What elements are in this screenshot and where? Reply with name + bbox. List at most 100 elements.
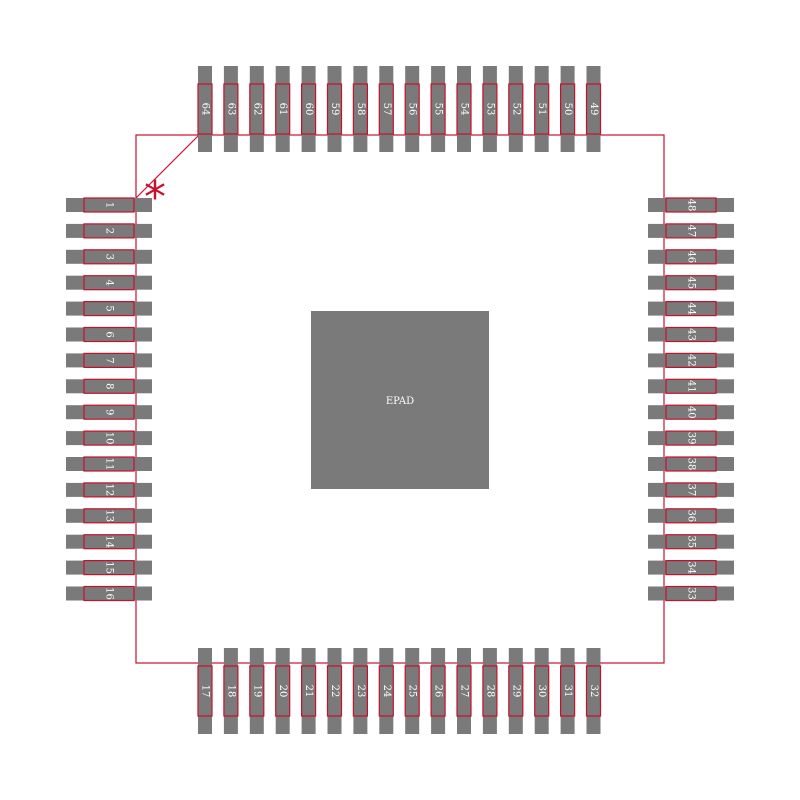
pin-number: 26 <box>433 685 444 698</box>
pin-33: 33 <box>648 585 734 602</box>
pad <box>66 249 152 264</box>
pin1-marker: * <box>144 172 166 223</box>
pin-outline <box>197 83 213 135</box>
pad <box>431 66 446 152</box>
pin-57: 57 <box>378 66 394 152</box>
pin-52: 52 <box>508 66 524 152</box>
pin-number: 16 <box>104 587 115 600</box>
pad <box>534 648 549 734</box>
pin-number: 42 <box>686 354 697 367</box>
pin-16: 16 <box>66 585 152 602</box>
pin-61: 61 <box>275 66 291 152</box>
pin-number: 35 <box>686 535 697 548</box>
pin-number: 37 <box>686 484 697 497</box>
pin-41: 41 <box>648 378 734 394</box>
pad <box>379 66 394 152</box>
pin-number: 59 <box>329 103 340 116</box>
pad <box>353 648 368 734</box>
pin-46: 46 <box>648 249 734 265</box>
pin-outline <box>482 665 498 717</box>
pad <box>66 275 152 290</box>
pin-outline <box>249 665 265 717</box>
pin-outline <box>352 83 368 135</box>
pad <box>560 648 575 734</box>
pin-outline <box>665 482 717 498</box>
pin-51: 51 <box>534 66 550 152</box>
pad <box>353 66 368 152</box>
pin-number: 60 <box>303 103 314 116</box>
pin-outline <box>430 665 446 717</box>
pin-6: 6 <box>66 326 152 343</box>
pin-outline <box>275 83 291 135</box>
pad <box>648 198 734 212</box>
pin-outline <box>83 326 135 343</box>
pin-27: 27 <box>456 648 472 734</box>
pin-number: 64 <box>200 103 211 116</box>
pin-number: 18 <box>225 685 236 698</box>
pad <box>301 66 316 152</box>
pin-26: 26 <box>430 648 446 734</box>
pin-outline <box>665 275 717 291</box>
pin-number: 21 <box>303 685 314 698</box>
pin-outline <box>223 665 239 717</box>
pin-number: 51 <box>536 103 547 116</box>
pad <box>198 66 212 152</box>
pin-number: 22 <box>329 685 340 698</box>
pin-number: 2 <box>104 228 115 234</box>
exposed-pad-label: EPAD <box>386 396 414 407</box>
pin-58: 58 <box>352 66 368 152</box>
pad <box>648 275 734 290</box>
pin-2: 2 <box>66 223 152 239</box>
pin-1: 1 <box>66 197 152 213</box>
pin-number: 24 <box>381 685 392 698</box>
pad <box>648 405 734 420</box>
pin-outline <box>83 508 135 524</box>
pad <box>66 353 152 368</box>
pin-outline <box>197 665 213 717</box>
pin-outline <box>301 83 317 135</box>
pin-number: 39 <box>686 432 697 445</box>
exposed-pad <box>311 311 489 489</box>
pin-outline <box>559 665 576 717</box>
pad <box>431 648 446 734</box>
pin-number: 8 <box>104 383 115 389</box>
pin-outline <box>83 559 135 576</box>
pad <box>66 301 152 316</box>
pin-number: 19 <box>251 685 262 698</box>
pin-number: 62 <box>251 103 262 116</box>
pin-23: 23 <box>352 648 368 734</box>
pin-outline <box>83 456 135 472</box>
pad <box>508 648 523 734</box>
pin-outline <box>301 665 317 717</box>
pin-48: 48 <box>648 197 734 213</box>
pin-63: 63 <box>223 66 239 152</box>
pin-number: 10 <box>104 432 115 445</box>
pad <box>327 66 342 152</box>
pad <box>275 66 290 152</box>
pin-30: 30 <box>534 648 550 734</box>
pin-56: 56 <box>404 66 420 152</box>
pin-outline <box>665 301 717 317</box>
pin-number: 56 <box>407 103 418 116</box>
pin-number: 7 <box>104 357 115 363</box>
pin-number: 47 <box>686 225 697 238</box>
pin-number: 27 <box>459 685 470 698</box>
pin-outline <box>665 508 717 524</box>
pin-outline <box>83 197 135 213</box>
pin-number: 44 <box>686 302 697 315</box>
pad <box>648 379 734 394</box>
pin-outline <box>482 83 498 135</box>
pin-outline <box>83 275 135 291</box>
pin-20: 20 <box>275 648 291 734</box>
pin-15: 15 <box>66 559 152 576</box>
pin-47: 47 <box>648 223 734 239</box>
pin-number: 32 <box>588 685 599 698</box>
pin-53: 53 <box>482 66 498 152</box>
pin-outline <box>83 352 135 368</box>
pin-number: 50 <box>562 103 573 116</box>
pin-18: 18 <box>223 648 239 734</box>
pin-number: 3 <box>104 254 115 260</box>
pad <box>648 223 734 238</box>
